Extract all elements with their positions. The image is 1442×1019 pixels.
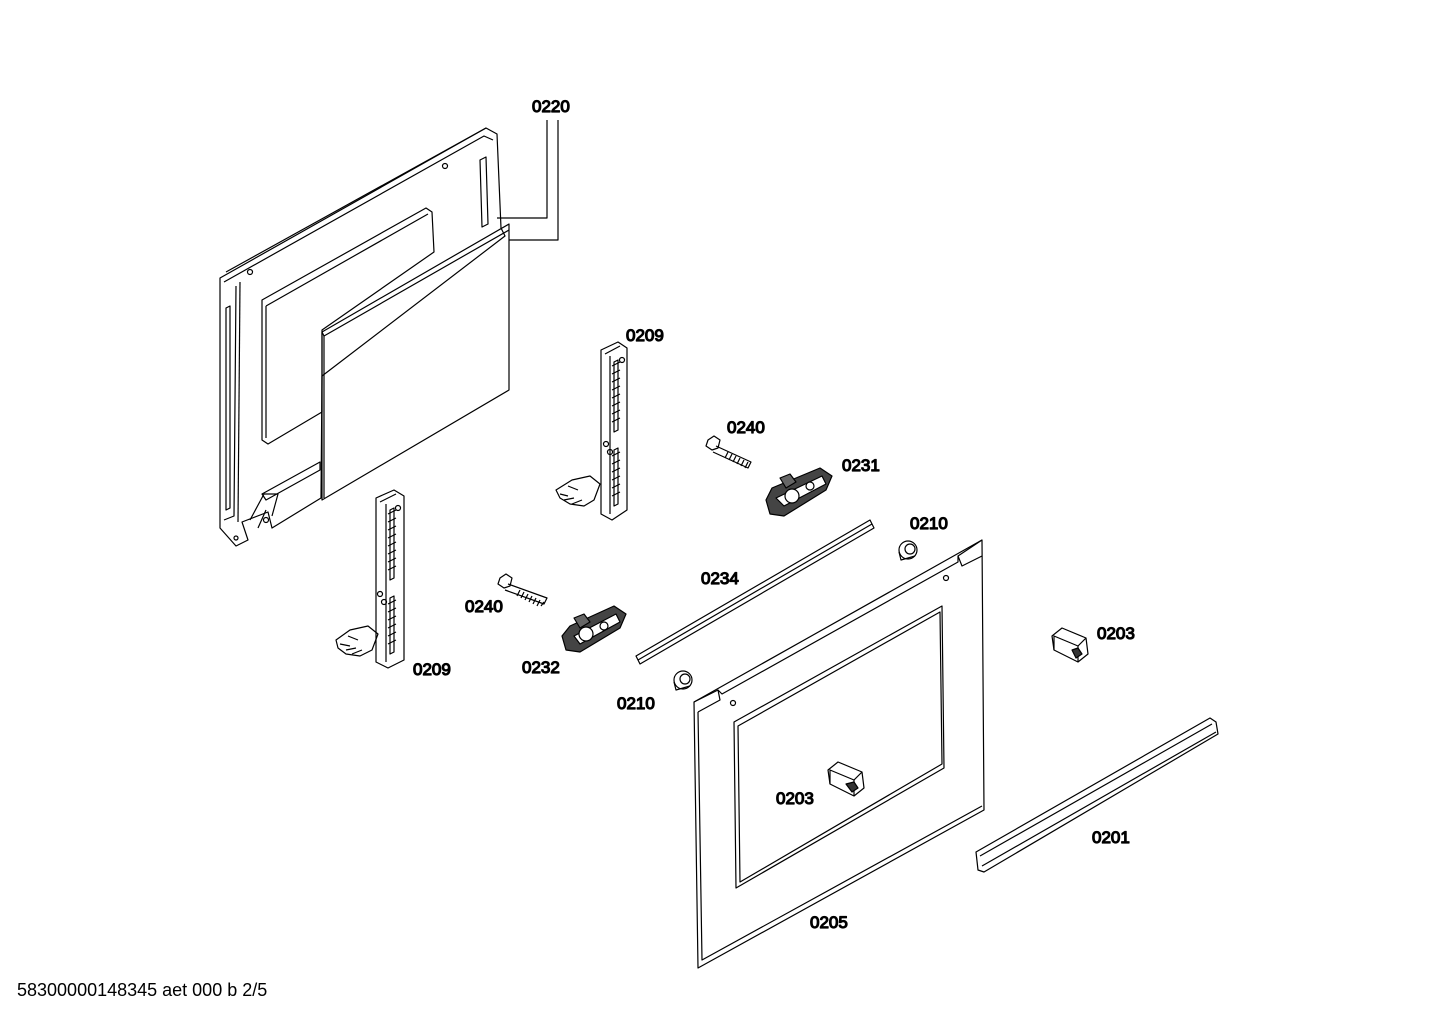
part-0220-door-frame (219, 127, 506, 547)
part-0231-bracket (765, 467, 833, 517)
part-0240-lower-screw (497, 573, 548, 607)
label-0240-upper: 0240 (727, 418, 765, 437)
label-0234: 0234 (701, 569, 739, 588)
part-0209-lower-hinge (335, 489, 405, 669)
label-0220: 0220 (532, 97, 570, 116)
part-0210-upper-bumper (898, 540, 918, 561)
label-0201: 0201 (1092, 828, 1130, 847)
label-0205: 0205 (810, 913, 848, 932)
part-0234-strip (635, 519, 875, 665)
label-0210-upper: 0210 (910, 514, 948, 533)
callout-leader-0220 (497, 120, 559, 241)
part-0232-bracket (561, 605, 627, 653)
label-0203-lower: 0203 (776, 789, 814, 808)
part-0201-handle (975, 717, 1219, 873)
part-0203-lower-clip (827, 761, 865, 797)
label-0203-upper: 0203 (1097, 624, 1135, 643)
part-0209-upper-hinge (555, 341, 628, 521)
label-0240-lower: 0240 (465, 597, 503, 616)
document-id: 58300000148345 aet 000 b 2/5 (17, 980, 268, 1000)
part-0205-door-glass (693, 539, 985, 969)
label-0232: 0232 (522, 658, 560, 677)
label-0210-lower: 0210 (617, 694, 655, 713)
label-0231: 0231 (842, 456, 880, 475)
part-0210-lower-bumper (673, 670, 693, 691)
part-0240-upper-screw (705, 435, 752, 469)
part-0203-upper-clip (1051, 627, 1089, 663)
label-0209-upper: 0209 (626, 326, 664, 345)
label-0209-lower: 0209 (413, 660, 451, 679)
part-0220-panel (321, 223, 510, 501)
